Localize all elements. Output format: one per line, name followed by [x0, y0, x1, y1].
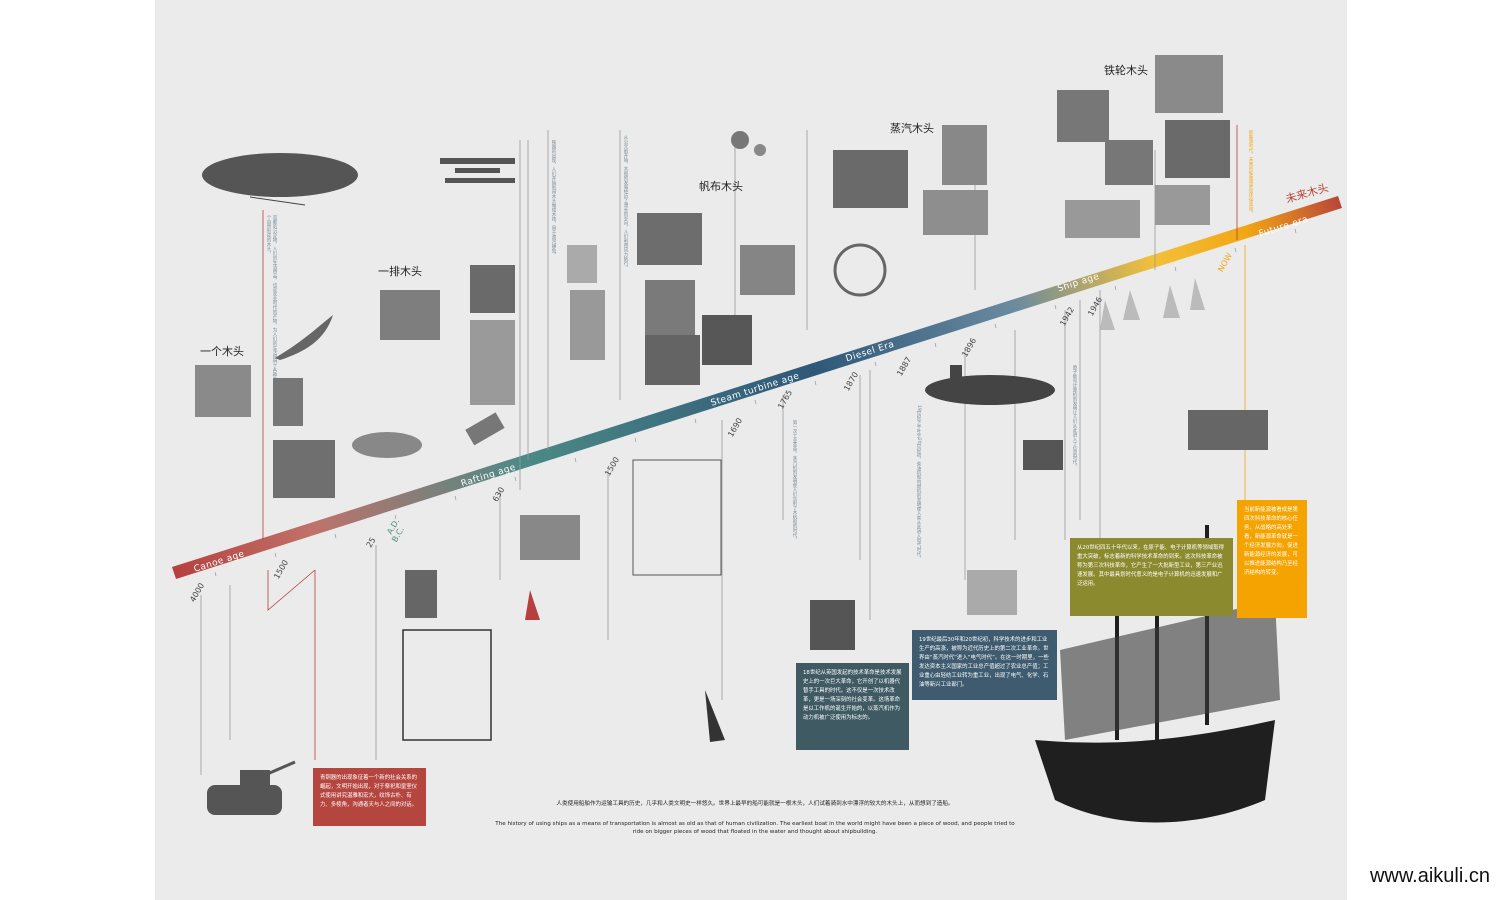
tall-ship-icon: [810, 600, 855, 650]
photo-iron-2: [1155, 55, 1223, 113]
title-sail-wood: 帆布木头: [699, 180, 743, 193]
timeline-band: [172, 196, 1342, 579]
photo-log-raft: [380, 290, 440, 340]
note-3: 从公元前开始，木船的发展经历了漫长的岁月，人们利用风力航行。: [623, 135, 628, 270]
photo-pattern-tile: [470, 320, 515, 405]
timeline-graphic: [172, 125, 1342, 775]
ancient-drawing: [402, 629, 492, 741]
sailboats-icon: [1100, 278, 1205, 330]
rowboat-icon: [352, 432, 422, 458]
box-bronze: 青铜器的出现象征着一个新的社会关系的崛起，文明开始出现，对于祭祀和皇室仪式使用讲…: [313, 768, 426, 826]
note-6: 原子能与计算机的发明让人们从此进入了信息时代。: [1072, 365, 1077, 469]
photo-iron-1: [1057, 90, 1109, 142]
photo-cruise: [923, 190, 988, 235]
illustrations: [195, 55, 1280, 823]
airship-icon: [202, 153, 358, 206]
box-industrial-3: 从20世纪四五十年代以来，在原子能、电子计算机等领域取得重大突破，标志着新的科学…: [1070, 538, 1233, 616]
caption-en-1: The history of using ships as a means of…: [495, 821, 1015, 827]
box-industrial-4: 当前新能源被看成是第四次科技革命的核心任务，从战略的高处来看，新能源革命就是一个…: [1237, 500, 1307, 618]
photo-iron-4: [1165, 120, 1230, 178]
box-industrial-1: 18世纪从英国发起的技术革命是技术发展史上的一次巨大革命，它开创了以机器代替手工…: [796, 663, 909, 750]
box-industrial-2: 19世纪最后30年和20世纪初，科学技术的进步和工业生产的高涨，被称为近代历史上…: [912, 630, 1057, 700]
small-sailboats-icon: [525, 590, 540, 620]
note-1: 首都的沉淀物，人们的生活用品，也是农业时代的产物，为人们的生活提供了各种各样的工…: [266, 215, 277, 413]
biplane-icon: [440, 158, 515, 183]
tank-icon: [207, 760, 296, 815]
caption-cn: 人类使用船舶作为运输工具的历史，几乎和人类文明史一样悠久。世界上最早的船可能就是…: [556, 801, 954, 807]
title-one-wood: 一个木头: [200, 345, 244, 358]
photo-iron-6: [1155, 185, 1210, 225]
canoe-icon: [275, 315, 333, 360]
photo-sailing-3: [702, 315, 752, 365]
photo-sailing-2: [645, 280, 695, 335]
watermark: www.aikuli.cn: [1369, 865, 1490, 887]
title-steam-wood: 蒸汽木头: [890, 122, 934, 135]
photo-steamship-1: [833, 150, 908, 208]
note-7: 新能源时代，未来的船舶将更加环保高效。: [1248, 130, 1253, 216]
balloon-icon-small: [754, 144, 766, 156]
sailing-sketch: [632, 459, 722, 576]
submarine-icon: [925, 365, 1055, 405]
timeline-ticks: [214, 228, 1297, 577]
note-5: 19世纪下半叶至20世纪初，柴油机和内燃机的发明使人类从此进入电气时代。: [916, 405, 921, 561]
caption-en-2: ride on bigger pieces of wood that float…: [632, 829, 878, 835]
drop-lines: [200, 125, 1246, 775]
poster: 一个木头 一排木头 帆布木头 蒸汽木头 铁轮木头 未来木头 Canoe age …: [155, 0, 1347, 900]
photo-wood-texture: [470, 265, 515, 313]
title-raft-wood: 一排木头: [378, 265, 422, 278]
note-4: 第一次工业革命，蒸汽机的发明使人们告别了木帆船的时代。: [792, 420, 797, 542]
photo-sailing-4: [645, 335, 700, 385]
photo-captain: [570, 290, 605, 360]
aircraft-carrier-icon: [1188, 410, 1268, 450]
photo-soldiers: [520, 515, 580, 560]
photo-mountain-raft: [273, 440, 335, 498]
pen-icons: [405, 570, 437, 618]
photo-steamship-2: [942, 125, 987, 185]
galleon-icon: [1035, 525, 1280, 823]
note-2: 铁器的出现，人们开始利用木头做成木筏，用于渡河捕鱼。: [551, 140, 556, 257]
title-iron-wood: 铁轮木头: [1104, 64, 1148, 77]
photo-sailing-1: [637, 213, 702, 265]
balloon-icon: [731, 131, 749, 149]
photo-iron-5: [1065, 200, 1140, 238]
plank-icon: [465, 412, 505, 446]
photo-raft-people: [273, 378, 303, 426]
photo-iron-3: [1105, 140, 1153, 185]
people-figures: [1023, 440, 1063, 470]
photo-floating-log: [195, 365, 251, 417]
photo-boat-sketch: [967, 570, 1017, 615]
steam-engine-icon: [833, 243, 887, 297]
photo-windmill: [567, 245, 597, 283]
photo-sailing-5: [740, 245, 795, 295]
windsurfer-icon: [705, 690, 725, 742]
